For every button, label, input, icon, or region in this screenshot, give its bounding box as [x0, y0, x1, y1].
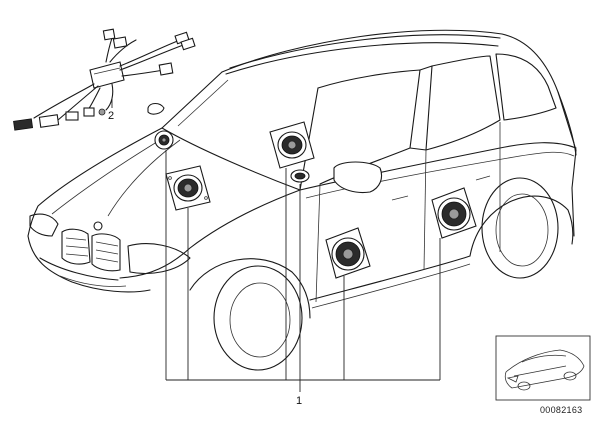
- diagram-reference-number: 00082163: [540, 405, 582, 415]
- speaker-dashboard: [269, 121, 315, 169]
- connector: [65, 111, 79, 121]
- amplifier-module: [89, 61, 125, 89]
- tweeter-left: [154, 130, 174, 150]
- callout-1: 1: [296, 395, 302, 407]
- connector: [158, 62, 174, 76]
- connector: [112, 36, 128, 49]
- speaker-front-door: [325, 227, 371, 279]
- wiring-harness: 2: [13, 28, 196, 131]
- connector: [13, 118, 34, 131]
- connector: [180, 37, 196, 51]
- callout-2: 2: [108, 110, 114, 122]
- speaker-rear-door: [431, 187, 477, 239]
- connector: [38, 114, 60, 128]
- vehicle-thumbnail: [495, 335, 591, 401]
- connector: [83, 107, 95, 117]
- connector: [102, 28, 116, 41]
- tweeter-right: [290, 169, 310, 183]
- callout-1-leaders: 1: [165, 150, 441, 407]
- speaker-front-left: [165, 165, 211, 211]
